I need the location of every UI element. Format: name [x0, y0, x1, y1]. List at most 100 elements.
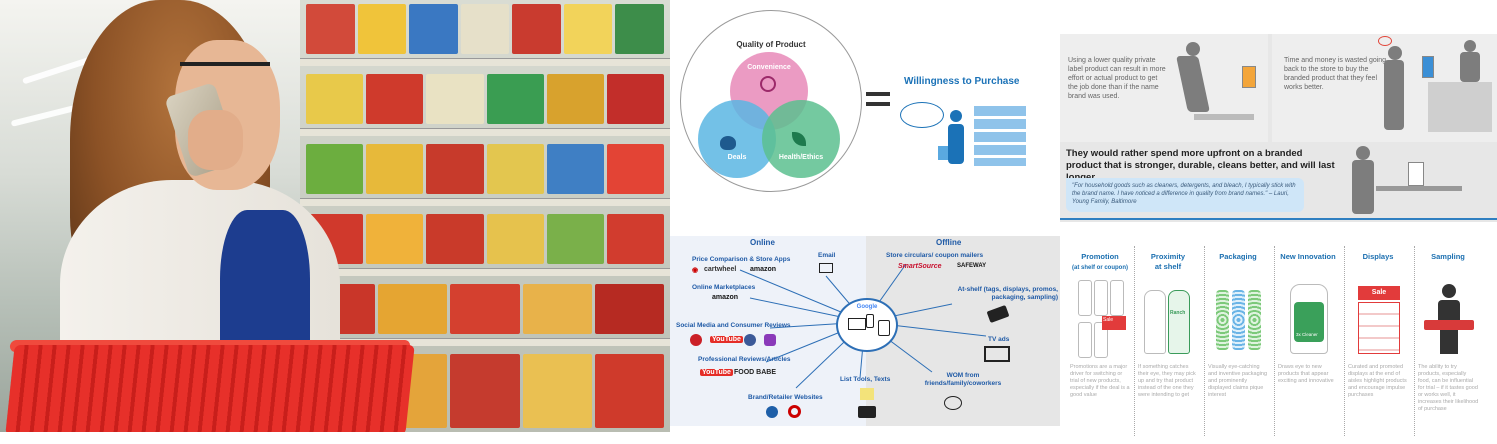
- notepad-icon: [860, 388, 874, 400]
- speech-bubble-icon: [944, 396, 962, 410]
- column-divider: [1344, 246, 1345, 436]
- detergent-bottles-icon: [1212, 280, 1264, 362]
- smart-glasses: [180, 62, 270, 76]
- tactic-description: Curated and promoted displays at the end…: [1348, 364, 1407, 398]
- tactic-description: Visually eye-catching and inventive pack…: [1208, 364, 1268, 398]
- label-brand-websites: Brand/Retailer Websites: [748, 394, 823, 401]
- ranch-label: Ranch: [1170, 310, 1186, 316]
- column-divider: [1274, 246, 1275, 436]
- shelf-row: [300, 280, 670, 338]
- card-private-label: Using a lower quality private label prod…: [1060, 34, 1268, 142]
- venn-title: Quality of Product: [736, 40, 806, 49]
- person-icon: [1356, 146, 1370, 160]
- label-price-comparison: Price Comparison & Store Apps: [692, 256, 791, 263]
- venn-diagram-panel: Quality of Product Convenience Deals Hea…: [676, 6, 1056, 232]
- store-shelf-icon: [974, 106, 1026, 166]
- tactic-description: Promotions are a major driver for switch…: [1070, 364, 1130, 398]
- label-professional-reviews: Professional Reviews/Articles: [698, 356, 791, 363]
- online-heading: Online: [750, 238, 775, 247]
- cashier-icon: [1464, 40, 1476, 52]
- label-list-tools: List Tools, Texts: [840, 376, 891, 383]
- frustration-icon: [1378, 36, 1392, 46]
- sampling-person-icon: [1422, 280, 1474, 362]
- cleaner-label: 3x Cleaner: [1296, 332, 1318, 337]
- table-icon: [1376, 186, 1462, 191]
- youtube-logo: YouTube: [710, 336, 743, 343]
- column-divider: [1204, 246, 1205, 436]
- cleaner-jug-icon: 3x Cleaner: [1282, 280, 1334, 362]
- leaf-icon: [792, 132, 806, 146]
- shopping-bag-icon: [938, 146, 948, 160]
- shopper-photo: [0, 0, 670, 432]
- spray-bottles-icon: Sale: [1074, 280, 1126, 362]
- sale-sign: Sale: [1358, 286, 1400, 300]
- shelf-edge: [300, 268, 670, 276]
- cashier-icon: [1460, 52, 1480, 82]
- tactic-packaging: Packaging Visually eye-catching and inve…: [1206, 238, 1270, 444]
- google-logo: Google: [856, 304, 878, 310]
- cartwheel-logo: cartwheel: [704, 266, 737, 273]
- tactic-description: If something catches their eye, they may…: [1138, 364, 1196, 398]
- column-divider: [1414, 246, 1415, 436]
- laptop-icon: [848, 318, 866, 330]
- equals-sign: [866, 92, 890, 106]
- branded-headline: They would rather spend more upfront on …: [1066, 148, 1335, 183]
- shopping-basket: [5, 345, 415, 432]
- panel-divider-line: [1060, 218, 1497, 220]
- instagram-icon: [764, 334, 776, 346]
- shelf-edge: [300, 198, 670, 206]
- person-body-icon: [948, 124, 964, 164]
- wasted-time-text: Time and money is wasted going back to t…: [1284, 57, 1387, 91]
- device-hub: Google: [836, 298, 898, 352]
- label-at-shelf: At-shelf (tags, displays, promos, packag…: [957, 286, 1058, 301]
- person-icon: [1186, 42, 1200, 56]
- shelf-edge: [300, 338, 670, 346]
- facebook-icon: [744, 334, 756, 346]
- sale-coupon: Sale: [1102, 316, 1126, 330]
- person-head-icon: [950, 110, 962, 122]
- end-cap-display-icon: Sale: [1352, 280, 1404, 362]
- person-icon: [1384, 60, 1404, 130]
- tactic-title: Sampling: [1431, 252, 1465, 261]
- venn-label-health: Health/Ethics: [778, 154, 824, 161]
- thought-bubble-icon: [900, 102, 944, 128]
- channels-panel: Online Offline Price Comparison & Store …: [670, 236, 1060, 426]
- willingness-label: Willingness to Purchase: [904, 76, 1020, 87]
- amazon-logo: amazon: [712, 294, 739, 301]
- offline-heading: Offline: [936, 238, 962, 247]
- shelf-edge: [300, 128, 670, 136]
- person-icon: [1388, 46, 1402, 60]
- tactic-title: Packaging: [1219, 252, 1257, 261]
- venn-label-convenience: Convenience: [747, 64, 791, 71]
- offline-side: [866, 236, 1060, 426]
- label-email: Email: [818, 252, 836, 259]
- money-bag-icon: [720, 136, 736, 150]
- person-icon: [1176, 56, 1210, 112]
- product-bottle-icon: [1422, 56, 1434, 78]
- tactic-promotion: Promotion(at shelf or coupon) Sale Promo…: [1068, 238, 1132, 444]
- shelf-row: [300, 70, 670, 128]
- tactic-title: Promotion(at shelf or coupon): [1072, 252, 1128, 271]
- label-tv-ads: TV ads: [988, 336, 1010, 343]
- label-wom: WOM from friends/family/coworkers: [924, 372, 1002, 387]
- shopper-hand: [188, 110, 243, 170]
- shelf-row: [300, 210, 670, 268]
- label-circulars: Store circulars/ coupon mailers: [886, 252, 984, 259]
- target-cartwheel-icon: ◉: [692, 267, 699, 274]
- tactic-title: New Innovation: [1280, 252, 1336, 261]
- chat-icon: [858, 406, 876, 418]
- food-babe-logo: FOOD BABE: [734, 369, 776, 376]
- person-icon: [1352, 160, 1374, 214]
- tactic-description: Draws eye to new products that appear ex…: [1278, 364, 1334, 384]
- tactic-description: The ability to try products, especially …: [1418, 364, 1479, 412]
- target-logo-icon: [788, 405, 801, 418]
- tactic-sampling: Sampling The ability to try products, es…: [1416, 238, 1480, 444]
- clock-icon: [760, 76, 776, 92]
- label-marketplaces: Online Marketplaces: [692, 284, 756, 291]
- tactic-title: Displays: [1362, 252, 1394, 261]
- label-social-media: Social Media and Consumer Reviews: [676, 322, 791, 329]
- pinterest-icon: [690, 334, 702, 346]
